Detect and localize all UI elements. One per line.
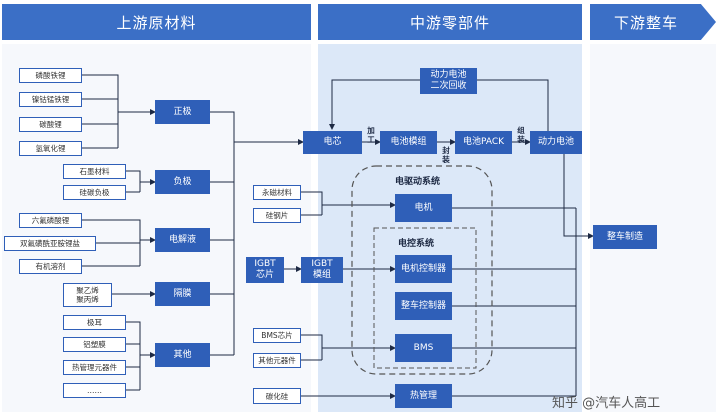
recycle-box: 动力电池 二次回收 [420, 68, 477, 94]
power-battery-box: 动力电池 [530, 131, 582, 154]
cell-box: 电芯 [303, 131, 362, 154]
raw-al-film: 铝塑膜 [63, 337, 126, 352]
vehicle-manufacturing-box: 整车制造 [593, 225, 657, 249]
igbt-module-box: IGBT 模组 [301, 257, 343, 283]
category-separator: 隔膜 [155, 282, 210, 306]
encapsulate-label: 封 装 [442, 146, 450, 164]
thermal-management-box: 热管理 [395, 384, 452, 408]
category-others: 其他 [155, 343, 210, 367]
bms-box: BMS [395, 334, 452, 362]
raw-lioh: 氢氧化锂 [19, 141, 82, 156]
category-electrolyte: 电解液 [155, 228, 210, 252]
control-section-title: 电控系统 [398, 239, 435, 249]
raw-lifsi: 双氟磺酰亚胺锂盐 [4, 236, 96, 251]
raw-solvent: 有机溶剂 [19, 259, 82, 274]
process-label: 加 工 [367, 126, 375, 144]
vehicle-controller-box: 整车控制器 [395, 292, 452, 320]
header-upstream: 上游原材料 [2, 4, 311, 40]
raw-lco: 碳酸锂 [19, 117, 82, 132]
other-components: 其他元器件 [253, 353, 301, 368]
igbt-chip-box: IGBT 芯片 [246, 257, 284, 283]
raw-lipf6: 六氟磷酸锂 [19, 213, 82, 228]
raw-ellipsis: …… [63, 383, 126, 398]
raw-thermal-parts: 热管理元器件 [63, 360, 126, 375]
magnet-material: 永磁材料 [253, 185, 301, 200]
bms-chip: BMS芯片 [253, 328, 301, 343]
raw-graphite: 石墨材料 [63, 164, 126, 179]
category-anode: 负极 [155, 170, 210, 194]
module-box: 电池模组 [380, 131, 437, 154]
watermark: 知乎 @汽车人高工 [552, 396, 661, 411]
raw-separator-material: 聚乙烯 聚丙烯 [63, 283, 112, 307]
silicon-steel: 硅钢片 [253, 208, 301, 223]
motor-box: 电机 [395, 194, 452, 222]
header-downstream: 下游整车 [590, 4, 716, 40]
raw-ncm: 镍钴锰铁锂 [19, 92, 82, 107]
motor-controller-box: 电机控制器 [395, 255, 452, 283]
pack-box: 电池PACK [455, 131, 512, 154]
assemble-label: 组 装 [517, 126, 525, 144]
raw-tab: 极耳 [63, 315, 126, 330]
silicon-carbide: 碳化硅 [253, 388, 301, 404]
header-midstream: 中游零部件 [318, 4, 582, 40]
raw-sic-anode: 硅碳负极 [63, 185, 126, 200]
category-cathode: 正极 [155, 100, 210, 124]
motor-section-title: 电驱动系统 [395, 177, 441, 187]
raw-lfp: 磷酸铁锂 [19, 68, 82, 83]
